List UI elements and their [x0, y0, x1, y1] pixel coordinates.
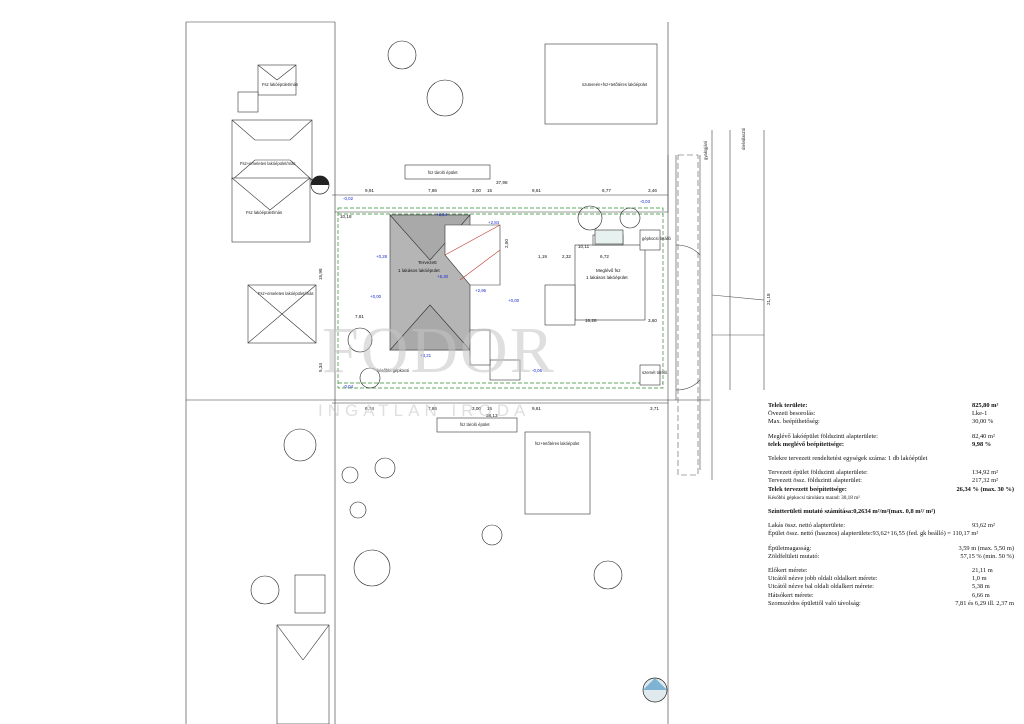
svg-text:6,77: 6,77 — [602, 188, 611, 193]
svg-text:10,11: 10,11 — [578, 244, 590, 249]
svg-text:10,18: 10,18 — [340, 214, 352, 219]
neighbour-label-left-low: Fsz+emeletes lakóépület/más — [258, 291, 314, 296]
street-label-2: útelválasztó — [741, 127, 746, 150]
svg-text:+5,30: +5,30 — [437, 274, 449, 279]
bin-label: szemét tároló — [642, 370, 668, 375]
parking-label: gépkocsi beálló — [642, 236, 672, 241]
north-arrow-bottom — [642, 677, 668, 703]
info-row-egysegek: Telekre tervezett rendeltetési egységek … — [768, 455, 928, 463]
info-row-ovezeti: Övezeti besorolás:Lke-1 — [768, 410, 988, 418]
svg-text:+2,96: +2,96 — [475, 288, 487, 293]
setback-lines — [337, 207, 664, 389]
street-band — [667, 130, 765, 480]
street-label: gyalogjáró — [703, 140, 708, 160]
garage-label-top: fsz tároló épület — [428, 170, 458, 175]
svg-text:5,34: 5,34 — [318, 363, 323, 372]
svg-text:7,81: 7,81 — [355, 314, 364, 319]
info-row-tervezett-beep: Telek tervezett beépítettsége:26,34 % (m… — [768, 485, 1014, 493]
street-width-dim: 21,18 — [766, 293, 771, 305]
info-row-meglevo-alap: Meglévő lakóépület földszinti alapterüle… — [768, 432, 995, 440]
info-row-szomszed: Szomszédos épülettől való távolság:7,81 … — [768, 599, 1014, 607]
planned-house-label-2: 1 lakásos lakóépület — [398, 268, 440, 273]
neighbour-house-right-top — [544, 43, 658, 125]
svg-text:7,86: 7,86 — [428, 406, 437, 411]
svg-text:2,32: 2,32 — [562, 254, 571, 259]
existing-house-label-2: 1 lakásos lakóépület — [586, 275, 628, 280]
svg-text:3,00: 3,00 — [472, 406, 481, 411]
plot-boundaries — [185, 21, 710, 724]
site-data-table: Telek területe:825,80 m² Övezeti besorol… — [768, 402, 1014, 608]
neighbour-houses-left — [231, 64, 317, 344]
svg-text:3,60: 3,60 — [648, 318, 657, 323]
svg-text:15: 15 — [487, 188, 493, 193]
info-row-magassag: Épületmagasság:3,59 m (max. 5,50 m) — [768, 544, 1014, 552]
svg-text:15: 15 — [487, 406, 493, 411]
dimensions-misc: 10,18 15,98 5,34 7,81 16,28 3,60 6,72 1,… — [318, 214, 657, 372]
svg-text:16,28: 16,28 — [585, 318, 597, 323]
info-row-epulet-netto: Épület össz. nettó (hasznos) alapterület… — [768, 530, 979, 538]
svg-text:-0,03: -0,03 — [640, 199, 651, 204]
svg-text:-0,06: -0,06 — [532, 368, 543, 373]
info-row-meglevo-beep: telek meglévő beépítettsége:9,98 % — [768, 440, 992, 448]
garage-label-bottom: fsz tároló épület — [460, 422, 490, 427]
svg-text:3,00: 3,00 — [472, 188, 481, 193]
svg-text:9,61: 9,61 — [532, 188, 541, 193]
svg-text:2,50: 2,50 — [504, 239, 509, 248]
north-arrow-top — [310, 175, 330, 195]
info-row-kesobbi: Későbbi gépkocsi tárolásra marad: 30,18 … — [768, 494, 860, 501]
neighbour-garages — [276, 164, 591, 724]
svg-text:15,98: 15,98 — [318, 268, 323, 280]
svg-text:9,61: 9,61 — [532, 406, 541, 411]
elevations: +5,94 +3,21 +0,28 +0,00 +2,84 -0,02 -0,0… — [343, 196, 651, 389]
watermark-subtitle: INGATLAN IRODA — [318, 401, 530, 420]
neighbour-label-right-top: szutereén+fsz+tetőtéres lakóépület — [582, 82, 648, 87]
neighbour-label-bottom: fsz+tetőtéres lakóépület — [535, 441, 580, 446]
watermark-logo: FODOR — [322, 314, 556, 387]
existing-house-label: Meglévő fsz — [596, 268, 621, 273]
parking-area — [469, 229, 661, 386]
neighbour-label-left-mid: Fsz+emeletes lakóépület/más — [240, 161, 296, 166]
info-row-hatso: Hátsókert mérete:6,66 m — [768, 591, 990, 599]
neighbour-label-left-top: Fsz lakóépület/más — [262, 82, 298, 87]
info-row-telek-terulete: Telek területe:825,80 m² — [768, 402, 999, 409]
info-row-tervezett-alap: Tervezett épület földszinti alapterülete… — [768, 469, 999, 477]
svg-text:+5,94: +5,94 — [436, 212, 448, 217]
trees — [250, 40, 641, 605]
svg-text:37,98: 37,98 — [496, 180, 508, 185]
svg-text:-0,02: -0,02 — [343, 196, 354, 201]
planned-house — [389, 214, 501, 351]
svg-text:3,71: 3,71 — [650, 406, 659, 411]
svg-text:6,72: 6,72 — [600, 254, 609, 259]
later-parking-label: későbbi gépkocsi — [377, 368, 409, 373]
svg-text:38,13: 38,13 — [486, 413, 498, 418]
info-row-zold: Zöldfelületi mutató:57,15 % (min. 50 %) — [768, 552, 1014, 560]
planned-house-label: Tervezett — [418, 260, 437, 265]
info-row-bal: Utcától nézve bal oldali oldalkert méret… — [768, 583, 990, 591]
svg-text:+3,21: +3,21 — [420, 353, 432, 358]
svg-text:+2,84: +2,84 — [488, 220, 500, 225]
info-row-jobb: Utcától nézve jobb oldali oldalkert mére… — [768, 575, 987, 583]
info-row-max-beep: Max. beépíthetőség:30,00 % — [768, 418, 994, 426]
existing-house — [544, 234, 646, 326]
svg-text:1,19: 1,19 — [538, 254, 547, 259]
svg-text:6,74: 6,74 — [365, 406, 374, 411]
svg-text:+0,28: +0,28 — [376, 254, 388, 259]
info-row-szintter: Szintterületi mutató számítása:0,2634 m²… — [768, 508, 936, 516]
info-row-elokert: Előkert mérete:21,11 m — [768, 567, 993, 575]
svg-text:-0,04: -0,04 — [343, 384, 354, 389]
svg-text:7,86: 7,86 — [428, 188, 437, 193]
dimensions-top: 9,91 7,86 3,00 15 9,61 6,77 3,46 37,98 — [365, 180, 657, 193]
info-row-tervezett-ossz: Tervezett össz. földszinti alapterület:2… — [768, 477, 999, 485]
svg-text:+0,00: +0,00 — [508, 298, 520, 303]
svg-text:9,91: 9,91 — [365, 188, 374, 193]
svg-text:+0,00: +0,00 — [370, 294, 382, 299]
dimensions-bottom: 6,74 7,86 3,00 15 9,61 3,71 38,13 — [365, 406, 659, 418]
info-row-lakas: Lakás össz. nettó alapterülete:93,62 m² — [768, 522, 995, 530]
svg-text:3,46: 3,46 — [648, 188, 657, 193]
neighbour-label-left-mid2: Fsz lakóépület/más — [246, 210, 282, 215]
